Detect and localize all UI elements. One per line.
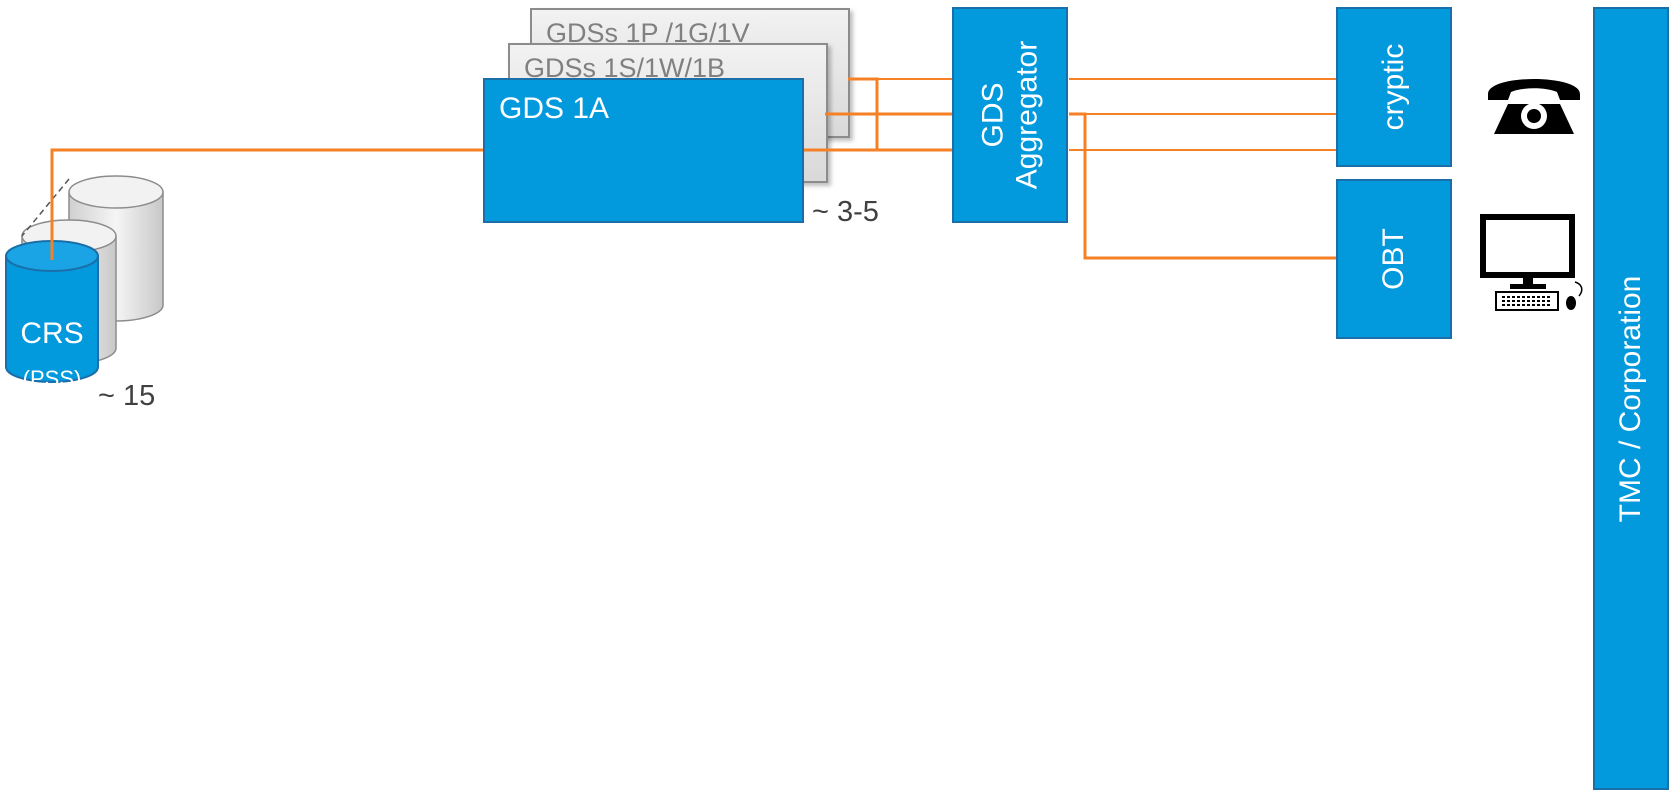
aggregator-label-line2: Aggregator: [1010, 40, 1043, 190]
cryptic-box: cryptic: [1336, 7, 1452, 167]
cryptic-label: cryptic: [1377, 43, 1411, 131]
gds-1a-label: GDS 1A: [499, 92, 610, 125]
mouse-icon: [1566, 296, 1576, 310]
keyboard-icon: [1495, 291, 1559, 311]
tmc-label: TMC / Corporation: [1614, 275, 1648, 522]
computer-icon: [1480, 214, 1583, 311]
gds-1a-box: GDS 1A: [483, 78, 804, 223]
obt-label: OBT: [1377, 228, 1411, 290]
crs-sub-label: (PSS): [23, 366, 82, 391]
obt-box: OBT: [1336, 179, 1452, 339]
crs-count-note: ~ 15: [98, 380, 156, 412]
tmc-corporation-bar: TMC / Corporation: [1593, 7, 1669, 790]
crs-label: CRS: [20, 317, 83, 350]
gds-count-note: ~ 3-5: [812, 196, 879, 228]
database-icon: CRS (PSS): [5, 165, 164, 391]
telephone-icon: [1488, 79, 1580, 134]
aggregator-obt-connector: [1069, 112, 1338, 260]
aggregator-label-line1: GDS: [976, 82, 1010, 148]
gds-aggregator-box: GDS Aggregator: [952, 7, 1068, 223]
